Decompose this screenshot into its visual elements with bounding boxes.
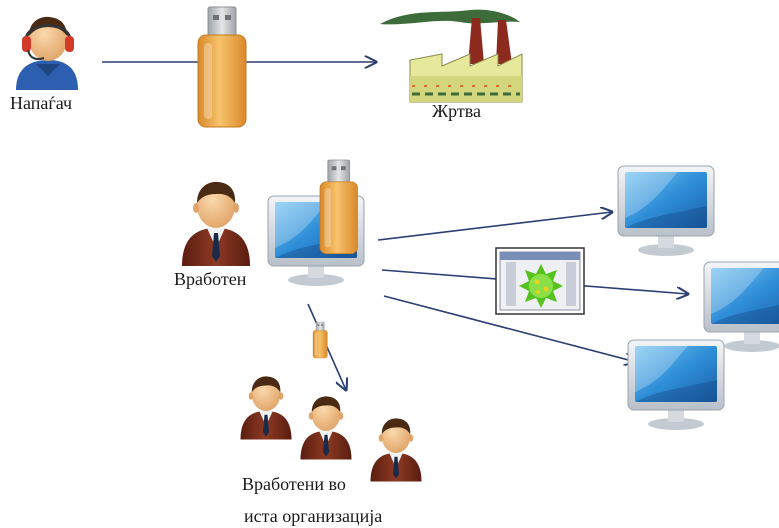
usb-drive-icon (319, 159, 358, 254)
coworkers-label-line-2: иста организација (244, 506, 383, 526)
businessman-icon (182, 181, 250, 266)
arrow-to-monitor-3 (383, 295, 636, 362)
monitor-icon (617, 165, 715, 257)
usb-drive-icon (197, 6, 247, 128)
employee-label: Вработен (174, 269, 247, 289)
usb-drive-icon (312, 321, 328, 359)
attacker-headset-icon (16, 16, 78, 90)
virus-window-icon (495, 247, 585, 315)
arrow-to-monitor-1 (377, 212, 612, 241)
businessman-icon (370, 418, 422, 482)
attacker-label: Напаѓач (10, 93, 73, 113)
monitor-icon (703, 261, 779, 353)
monitor-icon (627, 339, 725, 431)
factory-icon (380, 9, 523, 103)
victim-label: Жртва (432, 101, 482, 121)
businessman-icon (300, 396, 352, 460)
businessman-icon (240, 376, 292, 440)
coworkers-label-line-1: Вработени во (242, 474, 346, 494)
